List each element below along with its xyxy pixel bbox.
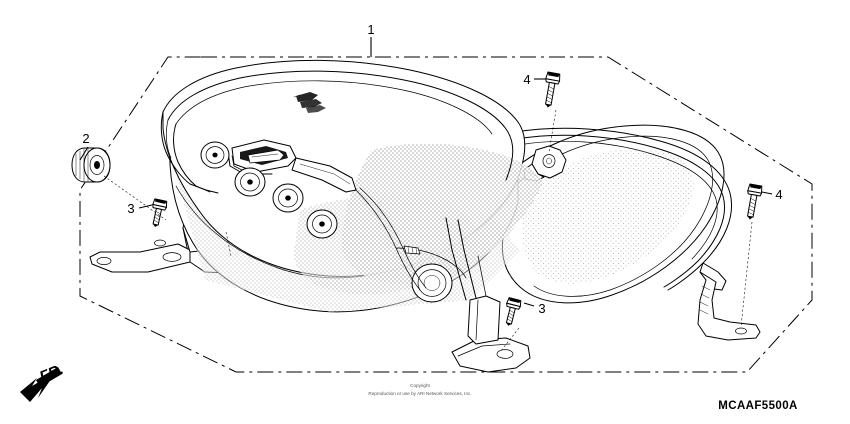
bolt-4b-flange bbox=[747, 190, 763, 197]
lid-emblem bbox=[293, 92, 326, 113]
leader-line-3b bbox=[523, 302, 535, 307]
trunk-lid-rim2 bbox=[175, 80, 493, 135]
part-code: MCAAF5500A bbox=[718, 400, 797, 412]
rack-bracket-right-rib1 bbox=[701, 285, 711, 291]
bolt-4b-threads bbox=[748, 198, 757, 216]
front-direction-indicator: FR. bbox=[20, 361, 66, 402]
flange-bolt-4a bbox=[545, 71, 561, 108]
foot-center-plate bbox=[451, 337, 531, 373]
trunk-lid-nose-fold bbox=[165, 119, 172, 159]
trunk-lid bbox=[160, 59, 549, 303]
bolt-3a-flange bbox=[152, 204, 167, 211]
grab-rail-tube-inner bbox=[516, 134, 725, 288]
flange-bolt-4b bbox=[747, 183, 763, 220]
callout-3b: 3 bbox=[538, 301, 545, 316]
rack-bracket-right-rib4 bbox=[699, 309, 709, 315]
rack-bracket-right-rib3 bbox=[699, 301, 709, 307]
rack-bracket-upper-hole-inner bbox=[546, 157, 552, 165]
lid-fastener-3 bbox=[272, 183, 304, 213]
callout-4b: 4 bbox=[775, 187, 782, 202]
bolt-4a-flange bbox=[545, 78, 561, 85]
bolt-4a-head-top bbox=[547, 72, 560, 78]
copyright-line-2: Reproduction or use by ARI Network Servi… bbox=[368, 391, 471, 396]
lid-fastener-2 bbox=[234, 167, 266, 197]
lock-barrel-line bbox=[251, 153, 279, 158]
bolt-3a-tip bbox=[153, 224, 159, 227]
bolt-3b-tip bbox=[506, 322, 512, 326]
rack-shading bbox=[520, 148, 694, 284]
base-plate-hole-2 bbox=[162, 252, 182, 262]
fr-label: FR. bbox=[37, 361, 66, 386]
copyright-line-1: Copyright bbox=[410, 383, 430, 388]
bolt-4a-tip bbox=[545, 104, 552, 108]
bolt-3a-threads bbox=[153, 211, 161, 223]
grab-rail-tube-highlight bbox=[517, 140, 718, 260]
grommet-bushing bbox=[71, 147, 111, 183]
foot-center-leg-2 bbox=[457, 219, 477, 299]
foot-center-ridge bbox=[457, 343, 511, 357]
callout-3a: 3 bbox=[127, 201, 134, 216]
bolt-3b-flange bbox=[506, 302, 521, 310]
rack-bracket-right bbox=[697, 262, 761, 341]
leader-line-2 bbox=[79, 146, 89, 161]
foot-center-hole bbox=[496, 349, 514, 359]
leader-line-4b bbox=[761, 191, 773, 195]
base-plate-left-arm bbox=[89, 243, 191, 273]
bolt-4b-tip bbox=[747, 216, 754, 220]
callout-2: 2 bbox=[82, 131, 89, 146]
lower-mount-foot-center bbox=[445, 217, 531, 373]
bolt-3b-threads bbox=[507, 309, 515, 322]
trunk-lid-nose-inner bbox=[173, 123, 197, 187]
latch-arm-line bbox=[299, 163, 351, 185]
grommet-hole bbox=[94, 161, 100, 169]
callout-1: 1 bbox=[367, 22, 374, 37]
bolt-4a-shank bbox=[545, 81, 556, 106]
foot-center-riser bbox=[467, 295, 501, 345]
foot-center-leg-1 bbox=[445, 217, 467, 301]
trunk-lid-nose-outer bbox=[160, 111, 191, 185]
rack-bracket-right-hole bbox=[735, 327, 747, 335]
rack-bracket-right-rib2 bbox=[700, 293, 710, 299]
bolt-3a-head-top bbox=[154, 198, 167, 204]
bolt-4b-shank bbox=[747, 193, 758, 218]
assembly-line-2 bbox=[103, 175, 167, 221]
trunk-lid-rim bbox=[167, 70, 514, 181]
flange-bolt-3a bbox=[152, 198, 168, 227]
bolt-3a-shank bbox=[152, 207, 163, 226]
trunk-lock-assembly bbox=[227, 139, 357, 193]
lid-left-fold2 bbox=[195, 185, 211, 193]
callout-4a: 4 bbox=[523, 72, 530, 87]
assembly-line-4a bbox=[548, 109, 557, 153]
leader-line-3a bbox=[138, 204, 153, 209]
bolt-4a-threads bbox=[546, 86, 555, 104]
assembly-line-4b bbox=[740, 221, 753, 328]
foot-center-riser-edge bbox=[475, 299, 479, 341]
base-plate-left-hole bbox=[96, 257, 112, 265]
lid-fastener-1 bbox=[200, 141, 230, 169]
lid-round-port bbox=[411, 263, 453, 303]
wire-harness-2 bbox=[359, 187, 427, 289]
rack-bracket-upper-hole bbox=[542, 154, 556, 168]
bolt-3b-head-top bbox=[509, 297, 521, 304]
flange-bolt-3b bbox=[505, 297, 522, 326]
grommet-inner-ring bbox=[89, 155, 105, 175]
rack-shell-inner-edge bbox=[508, 135, 713, 297]
fr-arrow-shaft bbox=[36, 367, 62, 387]
assembly-line-3b bbox=[499, 327, 520, 353]
lock-key-barrel bbox=[247, 149, 285, 164]
lid-fastener-4 bbox=[306, 209, 338, 239]
bolt-4b-head-top bbox=[749, 184, 762, 190]
base-plate-hole-3 bbox=[154, 239, 166, 247]
foot-center-leg-3 bbox=[477, 255, 487, 297]
bolt-3b-shank bbox=[505, 306, 516, 325]
grab-rail-tube-outer bbox=[515, 127, 733, 291]
rack-bracket-right-leg bbox=[697, 271, 761, 341]
